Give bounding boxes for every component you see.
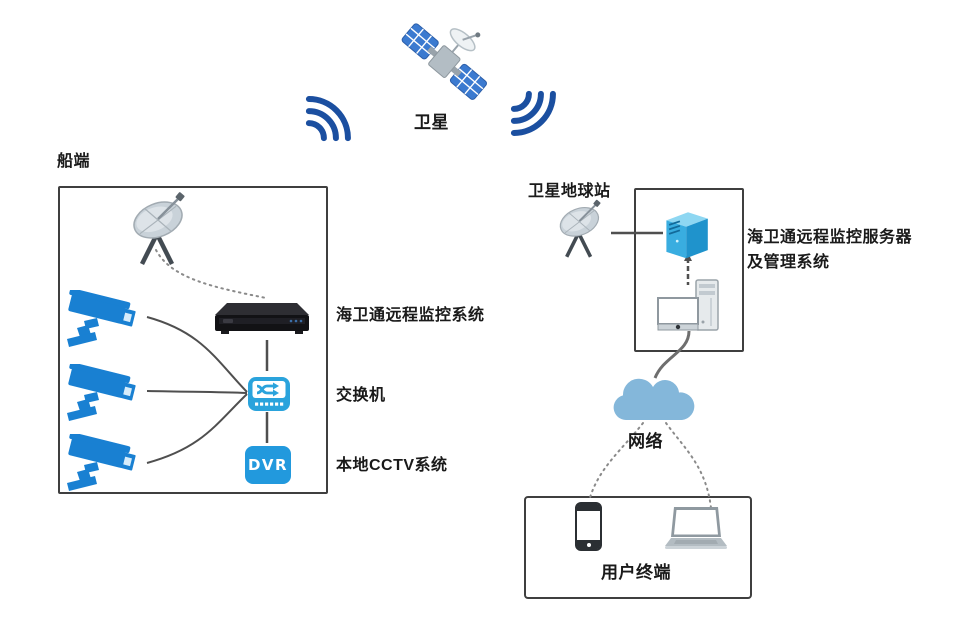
ship-satellite-dish-icon — [120, 190, 200, 268]
switch-label: 交换机 — [336, 387, 386, 404]
dvr-icon: DVR — [245, 446, 291, 484]
cctv-camera-icon — [64, 434, 148, 496]
server-icon — [662, 206, 714, 260]
ship-side-label: 船端 — [57, 153, 91, 170]
earth-station-dish-icon — [548, 198, 614, 260]
phone-top-bar — [577, 504, 600, 511]
signal-waves-left-icon — [279, 70, 378, 169]
ship-side-box — [58, 186, 328, 494]
satellite-icon — [396, 16, 492, 104]
smartphone-icon — [575, 502, 602, 551]
cctv-camera-icon — [64, 364, 148, 426]
satellite-label: 卫星 — [414, 113, 449, 132]
network-switch-icon — [246, 374, 292, 414]
dvr-label: DVR — [247, 456, 289, 474]
management-pc-icon — [656, 278, 722, 334]
network-label: 网络 — [628, 432, 663, 451]
user-terminal-label: 用户终端 — [601, 563, 671, 582]
server-system-label: 海卫通远程监控服务器 及管理系统 — [747, 225, 912, 275]
signal-waves-right-icon — [484, 64, 583, 163]
server-system-label-line2: 及管理系统 — [747, 254, 830, 271]
network-cloud-icon — [606, 374, 702, 424]
cctv-camera-icon — [64, 290, 148, 352]
monitoring-terminal-device-icon — [213, 301, 311, 339]
laptop-icon — [664, 505, 728, 553]
phone-home-button — [586, 542, 591, 547]
earth-station-label: 卫星地球站 — [528, 183, 611, 200]
server-system-label-line1: 海卫通远程监控服务器 — [747, 229, 913, 246]
local-cctv-label: 本地CCTV系统 — [336, 457, 448, 474]
shipboard-system-label: 海卫通远程监控系统 — [336, 307, 485, 324]
